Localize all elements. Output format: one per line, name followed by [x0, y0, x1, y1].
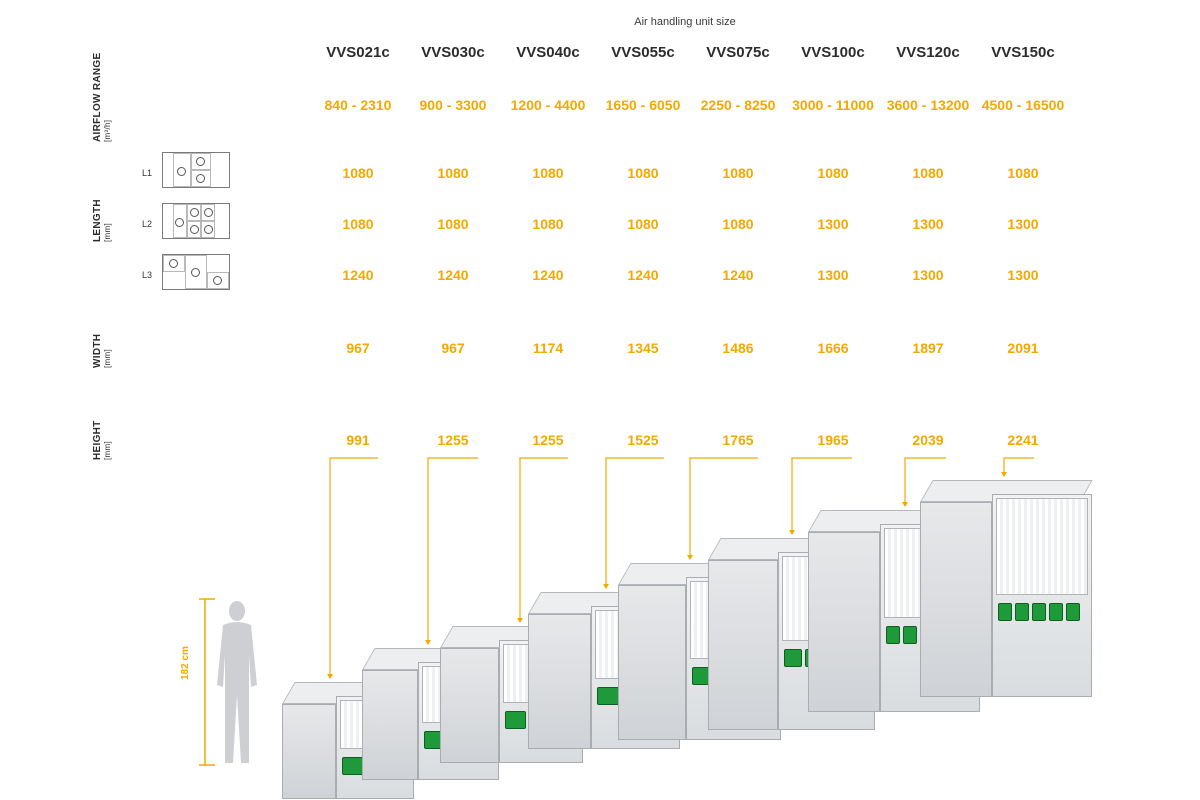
fan-module: [1032, 603, 1046, 621]
airflow-value: 2250 - 8250: [700, 97, 776, 113]
width-value: 1174: [532, 340, 564, 356]
fan-module: [998, 603, 1012, 621]
height-value: 2039: [912, 432, 944, 448]
length-l2-value: 1080: [627, 216, 659, 232]
airflow-value: 1200 - 4400: [510, 97, 586, 113]
length-l3-value: 1240: [722, 267, 754, 283]
airflow-value: 900 - 3300: [419, 97, 487, 113]
model-name: VVS040c: [516, 44, 580, 61]
airflow-value: 840 - 2310: [324, 97, 392, 113]
model-name: VVS075c: [706, 44, 770, 61]
length-l3-value: 1240: [532, 267, 564, 283]
layout-schematic-l1: [162, 152, 230, 188]
width-value: 967: [346, 340, 370, 356]
length-l2-value: 1080: [342, 216, 374, 232]
fan-module: [1015, 603, 1029, 621]
airflow-value: 3000 - 11000: [792, 97, 874, 113]
height-value: 1965: [817, 432, 849, 448]
width-value: 1897: [912, 340, 944, 356]
length-l1-value: 1080: [1007, 165, 1039, 181]
airflow-value: 3600 - 13200: [886, 97, 970, 113]
height-value: 1255: [532, 432, 564, 448]
length-l1-value: 1080: [532, 165, 564, 181]
person-height-label: 182 cm: [180, 646, 191, 680]
length-l1-value: 1080: [437, 165, 469, 181]
fan-module: [886, 626, 900, 644]
length-l3-value: 1300: [817, 267, 849, 283]
person-silhouette: [199, 598, 257, 766]
layout-schematic-l3: [162, 254, 230, 290]
fan-module: [1066, 603, 1080, 621]
length-l3-value: 1240: [437, 267, 469, 283]
model-name: VVS030c: [421, 44, 485, 61]
model-name: VVS100c: [801, 44, 865, 61]
layout-label-l1: L1: [142, 168, 153, 178]
width-value: 2091: [1007, 340, 1039, 356]
length-l2-value: 1300: [817, 216, 849, 232]
height-value: 1525: [627, 432, 659, 448]
length-l3-value: 1300: [1007, 267, 1039, 283]
fan-module: [505, 711, 526, 729]
model-name: VVS150c: [991, 44, 1055, 61]
model-name: VVS120c: [896, 44, 960, 61]
width-value: 1345: [627, 340, 659, 356]
model-name: VVS055c: [611, 44, 675, 61]
length-label: LENGTH [mm]: [92, 199, 112, 242]
length-l1-value: 1080: [912, 165, 944, 181]
width-label: WIDTH [mm]: [92, 333, 112, 368]
model-name: VVS021c: [326, 44, 390, 61]
length-l2-value: 1300: [1007, 216, 1039, 232]
airflow-value: 4500 - 16500: [981, 97, 1065, 113]
fan-module: [597, 687, 619, 705]
width-value: 967: [441, 340, 465, 356]
length-l3-value: 1240: [342, 267, 374, 283]
height-value: 991: [346, 432, 370, 448]
layout-label-l2: L2: [142, 219, 153, 229]
airflow-range-label: AIRFLOW RANGE [m³/h]: [92, 52, 112, 142]
length-l2-value: 1080: [722, 216, 754, 232]
layout-schematic-l2: [162, 203, 230, 239]
length-l2-value: 1080: [437, 216, 469, 232]
width-value: 1666: [817, 340, 849, 356]
length-l3-value: 1300: [912, 267, 944, 283]
length-l1-value: 1080: [342, 165, 374, 181]
fan-module: [903, 626, 917, 644]
airflow-value: 1650 - 6050: [605, 97, 681, 113]
layout-label-l3: L3: [142, 270, 153, 280]
length-l2-value: 1300: [912, 216, 944, 232]
length-l3-value: 1240: [627, 267, 659, 283]
length-l2-value: 1080: [532, 216, 564, 232]
length-l1-value: 1080: [817, 165, 849, 181]
height-label: HEIGHT [mm]: [92, 420, 112, 460]
height-value: 2241: [1007, 432, 1039, 448]
fan-module: [692, 667, 709, 685]
height-value: 1765: [722, 432, 754, 448]
length-l1-value: 1080: [627, 165, 659, 181]
length-l1-value: 1080: [722, 165, 754, 181]
fan-module: [1049, 603, 1063, 621]
fan-module: [784, 649, 802, 667]
width-value: 1486: [722, 340, 754, 356]
height-value: 1255: [437, 432, 469, 448]
table-caption: Air handling unit size: [634, 16, 736, 28]
